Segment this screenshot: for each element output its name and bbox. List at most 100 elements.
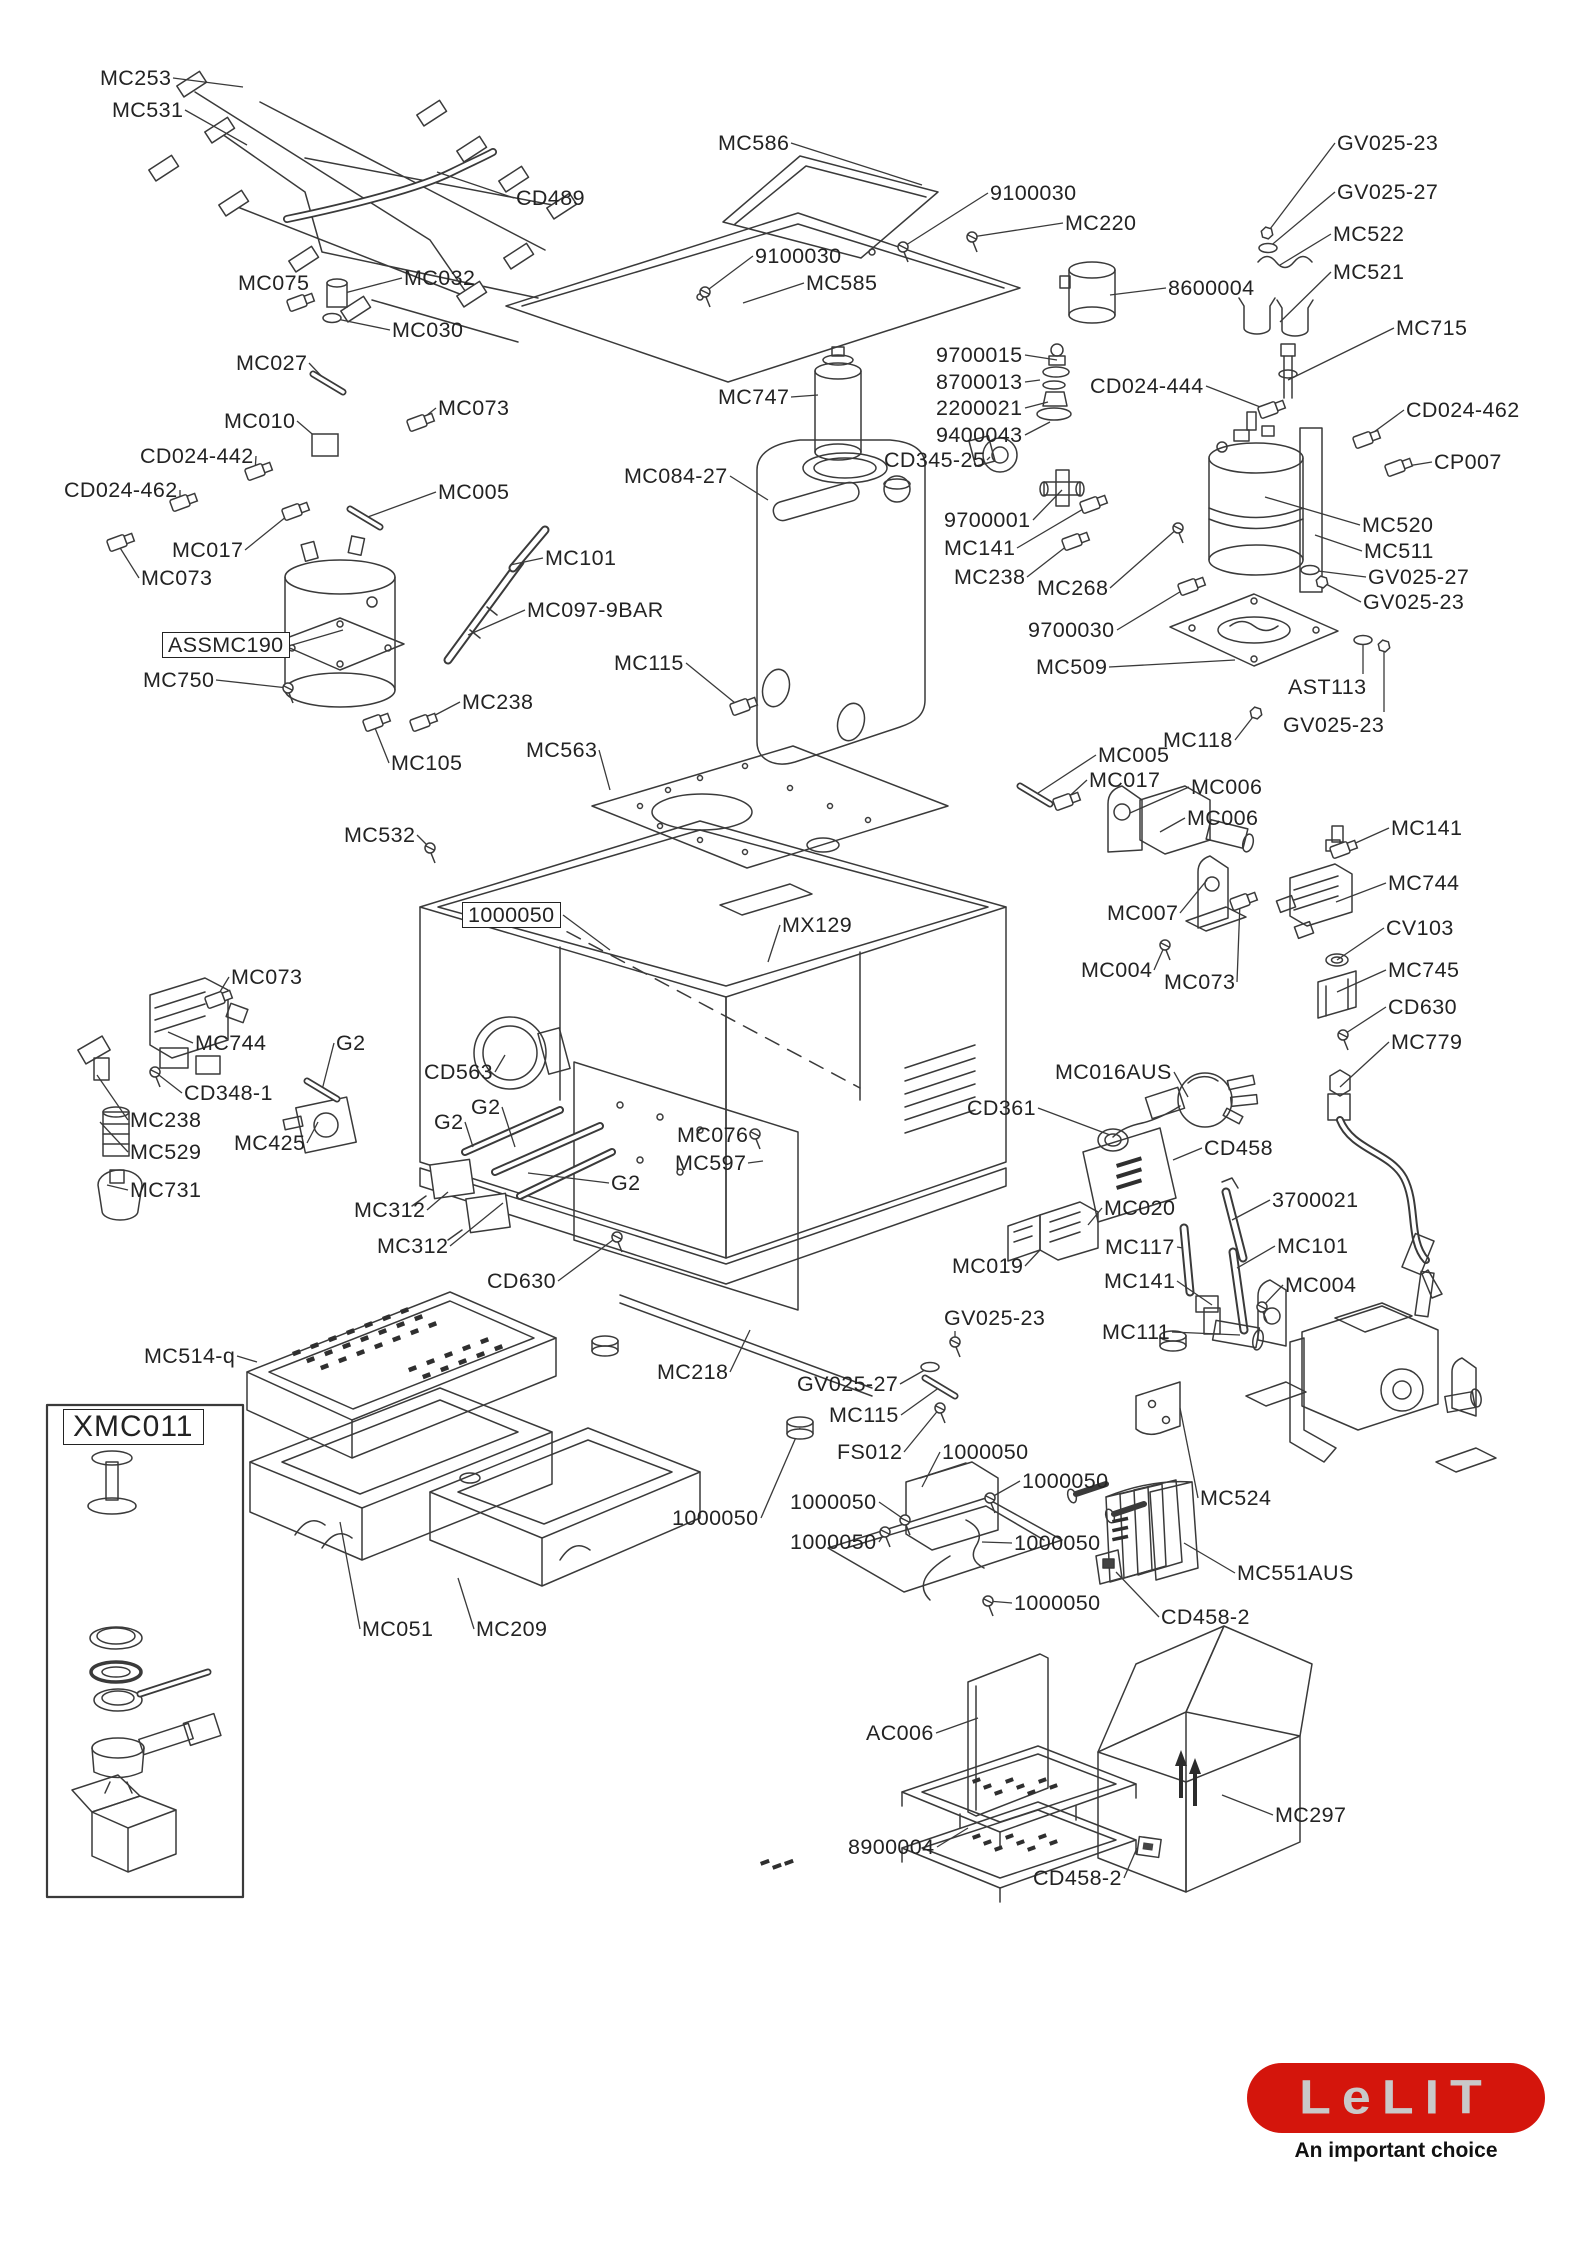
part-label: MC017 <box>172 538 244 562</box>
part-label: MC141 <box>1391 816 1463 840</box>
part-label: MC209 <box>476 1617 548 1641</box>
part-label: MC019 <box>952 1254 1024 1278</box>
part-label: 1000050 <box>790 1530 877 1554</box>
wiring-harness <box>148 70 578 343</box>
part-label: MC101 <box>1277 1234 1349 1258</box>
part-label: GV025-23 <box>944 1306 1046 1330</box>
steam-tap <box>1327 1069 1443 1299</box>
part-label: MC115 <box>829 1403 899 1427</box>
part-label: MC073 <box>438 396 510 420</box>
part-label: MC006 <box>1187 806 1259 830</box>
part-label: FS012 <box>837 1440 903 1464</box>
part-label: MC006 <box>1191 775 1263 799</box>
part-label: CV103 <box>1386 916 1454 940</box>
part-label: 1000050 <box>790 1490 877 1514</box>
antisuction-valve <box>814 346 862 461</box>
switch-group <box>1107 785 1255 932</box>
part-label: MC529 <box>130 1140 202 1164</box>
part-label: MC509 <box>1036 655 1108 679</box>
part-label: G2 <box>471 1095 501 1119</box>
part-label: MC032 <box>404 266 476 290</box>
part-label: MC005 <box>438 480 510 504</box>
part-label: MC020 <box>1104 1196 1176 1220</box>
part-label: MC597 <box>675 1151 747 1175</box>
portafilter-kit <box>45 1403 245 1899</box>
part-label: CD361 <box>967 1096 1036 1120</box>
packing-trays <box>901 1745 1137 1903</box>
part-label: MC744 <box>1388 871 1460 895</box>
steam-pipe-icon <box>283 148 497 223</box>
part-label: MC115 <box>614 651 684 675</box>
plug-group <box>1082 1072 1259 1223</box>
part-label: 9100030 <box>990 181 1077 205</box>
part-label: CD024-462 <box>64 478 178 502</box>
part-label: MC073 <box>141 566 213 590</box>
part-label: MC585 <box>806 271 878 295</box>
part-label: 8600004 <box>1168 276 1255 300</box>
part-label: ASSMC190 <box>162 632 290 658</box>
part-label: MC586 <box>718 131 790 155</box>
lens-cd563 <box>473 1016 571 1090</box>
safety-valve-stack <box>1036 343 1072 421</box>
part-label: MC521 <box>1333 260 1405 284</box>
part-label: MC051 <box>362 1617 434 1641</box>
part-label: MC084-27 <box>624 464 728 488</box>
pump-group <box>1245 1270 1497 1473</box>
lelit-logo: LeLIT <box>1247 2063 1545 2133</box>
part-label: MC312 <box>377 1234 449 1258</box>
part-label: 1000050 <box>942 1440 1029 1464</box>
pressure-switch-mc425 <box>282 1096 357 1154</box>
part-label: MC218 <box>657 1360 729 1384</box>
part-label: 3700021 <box>1272 1188 1359 1212</box>
part-label: 9400043 <box>936 423 1023 447</box>
rubber-feet <box>591 1330 1187 1357</box>
part-label: MC141 <box>1104 1269 1176 1293</box>
chassis <box>419 820 1007 1397</box>
solenoid-coil-8600004 <box>1059 261 1116 324</box>
part-label: G2 <box>336 1031 366 1055</box>
part-label: G2 <box>611 1171 641 1195</box>
part-label: CD348-1 <box>184 1081 273 1105</box>
logo-tagline: An important choice <box>1294 2139 1498 2162</box>
part-label: 9100030 <box>755 244 842 268</box>
part-label: CD345-25 <box>884 448 986 472</box>
front-panel <box>573 1061 799 1311</box>
part-label: 1000050 <box>672 1506 759 1530</box>
part-label: GV025-27 <box>1368 565 1470 589</box>
part-label: MC010 <box>224 409 296 433</box>
part-label: CD489 <box>516 186 585 210</box>
part-label: CD630 <box>487 1269 556 1293</box>
part-label: XMC011 <box>63 1409 204 1445</box>
part-label: MC030 <box>392 318 464 342</box>
g2-injector-tubes <box>411 1106 616 1241</box>
part-label: MC097-9BAR <box>527 598 664 622</box>
part-label: MC117 <box>1105 1235 1175 1259</box>
part-label: MC520 <box>1362 513 1434 537</box>
part-label: 8900004 <box>848 1835 935 1859</box>
heat-exchange-tubes <box>443 525 550 665</box>
part-label: MC731 <box>130 1178 202 1202</box>
part-label: CD024-444 <box>1090 374 1204 398</box>
small-pump <box>968 435 1018 473</box>
part-label: MC524 <box>1200 1486 1272 1510</box>
part-label: MC563 <box>526 738 598 762</box>
part-label: MC101 <box>545 546 617 570</box>
drip-tray-grid <box>246 1291 557 1459</box>
part-label: MC016AUS <box>1055 1060 1172 1084</box>
part-label: CD458-2 <box>1033 1866 1122 1890</box>
part-label: CD630 <box>1388 995 1457 1019</box>
part-label: 1000050 <box>1014 1531 1101 1555</box>
part-label: GV025-27 <box>797 1372 899 1396</box>
part-label: 1000050 <box>462 902 561 928</box>
part-label: MC073 <box>1164 970 1236 994</box>
part-label: CD458 <box>1204 1136 1273 1160</box>
part-label: AST113 <box>1288 675 1367 699</box>
part-label: 9700030 <box>1028 618 1115 642</box>
part-label: MC118 <box>1163 728 1233 752</box>
part-label: MC238 <box>954 565 1026 589</box>
part-label: MC220 <box>1065 211 1137 235</box>
part-label: MC511 <box>1364 539 1434 563</box>
pump-tubes <box>1179 1177 1264 1351</box>
